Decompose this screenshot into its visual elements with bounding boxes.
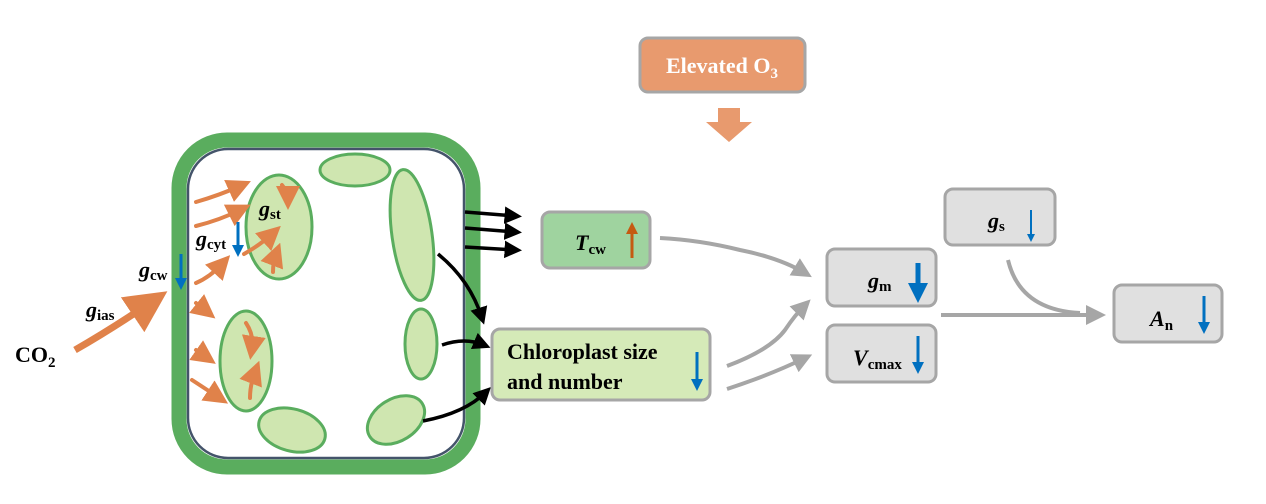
svg-text:gs: gs bbox=[987, 208, 1005, 235]
svg-text:gm: gm bbox=[867, 268, 892, 295]
chloroplast bbox=[403, 307, 439, 381]
svg-text:An: An bbox=[1148, 306, 1174, 334]
cell-wall-thickness-box: Tcw bbox=[540, 210, 652, 270]
chloroplast bbox=[257, 406, 327, 454]
g-cw-label: gcw bbox=[138, 257, 168, 284]
chloroplast-size-number-box: Chloroplast size and number bbox=[490, 327, 712, 402]
g-s-box: gs bbox=[943, 187, 1057, 247]
svg-text:and number: and number bbox=[507, 369, 623, 394]
svg-text:Vcmax: Vcmax bbox=[853, 345, 902, 373]
chloroplast bbox=[365, 394, 427, 446]
chloroplast bbox=[388, 168, 436, 302]
mesophyll-cell bbox=[171, 132, 481, 475]
influence-arrows bbox=[659, 236, 1106, 391]
g-m-box: gm bbox=[825, 247, 938, 308]
v-cmax-box: Vcmax bbox=[825, 323, 938, 384]
elevated-ozone-box: Elevated O3 bbox=[638, 36, 807, 94]
chloroplast bbox=[318, 152, 392, 188]
co2-label: CO2 bbox=[15, 342, 56, 371]
co2-diffusion-arrows bbox=[73, 179, 300, 404]
svg-text:Chloroplast size: Chloroplast size bbox=[507, 339, 658, 364]
g-st-label: gst bbox=[258, 196, 281, 223]
svg-text:Elevated O3: Elevated O3 bbox=[666, 53, 778, 82]
g-ias-label: gias bbox=[85, 297, 115, 324]
chloroplast bbox=[244, 173, 314, 281]
g-cyt-label: gcyt bbox=[195, 226, 226, 253]
cell-effect-arrows bbox=[422, 206, 522, 423]
a-n-box: An bbox=[1112, 283, 1224, 344]
ozone-effect-arrow bbox=[706, 108, 752, 142]
svg-text:Tcw: Tcw bbox=[575, 230, 606, 258]
